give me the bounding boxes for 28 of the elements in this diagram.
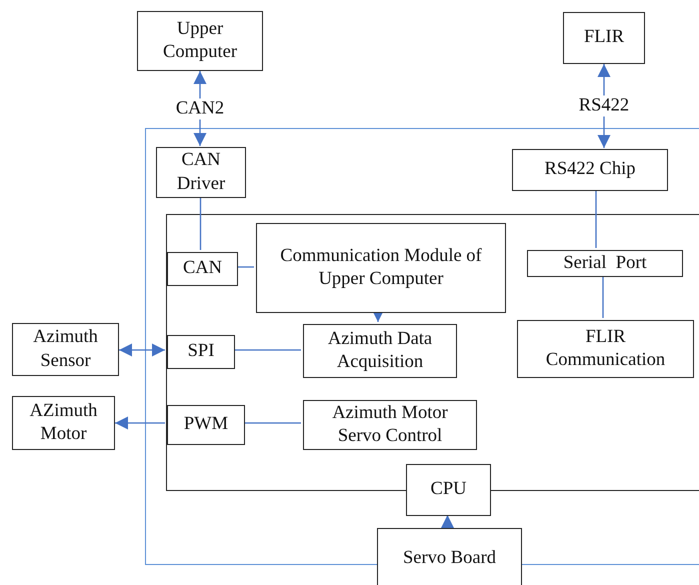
- process-box: Serial Port: [527, 250, 683, 277]
- arrow: [115, 416, 165, 430]
- frame-box: [145, 128, 699, 565]
- process-box: CPU: [406, 464, 491, 516]
- process-box: Azimuth Data Acquisition: [303, 324, 457, 378]
- connector-line: [243, 422, 301, 424]
- connector-line: [602, 275, 604, 318]
- process-box: Azimuth Motor Servo Control: [303, 400, 477, 450]
- process-box: FLIR: [563, 12, 645, 64]
- process-box: AZimuth Motor: [12, 396, 115, 450]
- connector-line: [233, 349, 301, 351]
- connector-line: [236, 266, 254, 268]
- connector-line: [595, 190, 597, 248]
- process-box: CAN: [167, 252, 238, 286]
- process-box: Communication Module of Upper Computer: [256, 223, 506, 313]
- process-box: Servo Board: [377, 528, 522, 585]
- process-box: CAN Driver: [156, 147, 246, 198]
- process-box: Upper Computer: [137, 11, 263, 71]
- arrow: [441, 515, 454, 528]
- edge-label: CAN2: [174, 98, 226, 119]
- connector-line: [200, 197, 202, 250]
- process-box: FLIR Communication: [517, 320, 694, 378]
- process-box: SPI: [167, 335, 235, 369]
- process-box: Azimuth Sensor: [12, 323, 119, 376]
- edge-label: RS422: [578, 96, 630, 116]
- process-box: PWM: [167, 405, 245, 445]
- process-box: RS422 Chip: [512, 149, 668, 191]
- arrow: [119, 344, 165, 356]
